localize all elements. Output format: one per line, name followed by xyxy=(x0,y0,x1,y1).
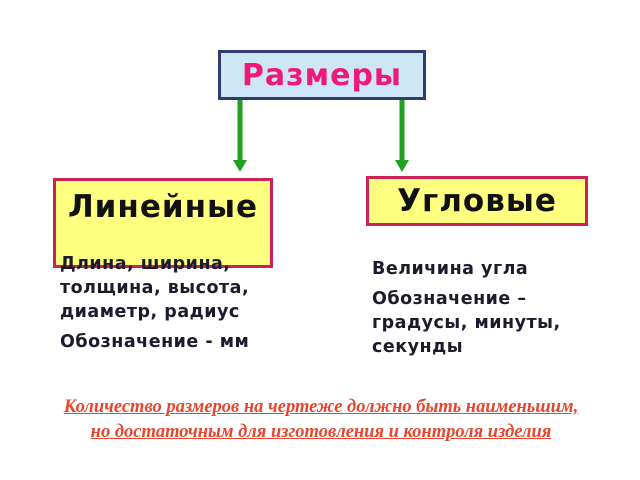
arrow-to-angular xyxy=(395,100,409,172)
linear-notation: Обозначение - мм xyxy=(60,332,250,352)
linear-details: Длина, ширина, толщина, высота, диаметр,… xyxy=(60,252,270,360)
angular-notation: Обозначение – градусы, минуты, секунды xyxy=(372,289,561,357)
linear-description: Длина, ширина, толщина, высота, диаметр,… xyxy=(60,254,250,322)
angular-title: Угловые xyxy=(397,183,557,219)
angular-details: Величина угла Обозначение – градусы, мин… xyxy=(372,257,572,365)
root-title: Размеры xyxy=(241,57,403,93)
angular-box: Угловые xyxy=(366,176,588,226)
linear-box: Линейные xyxy=(53,178,273,268)
arrow-to-linear xyxy=(233,100,247,172)
angular-description: Величина угла xyxy=(372,259,529,279)
linear-title: Линейные xyxy=(67,189,259,225)
note-text: Количество размеров на чертеже должно бы… xyxy=(63,397,579,442)
root-box-sizes: Размеры xyxy=(218,50,426,100)
